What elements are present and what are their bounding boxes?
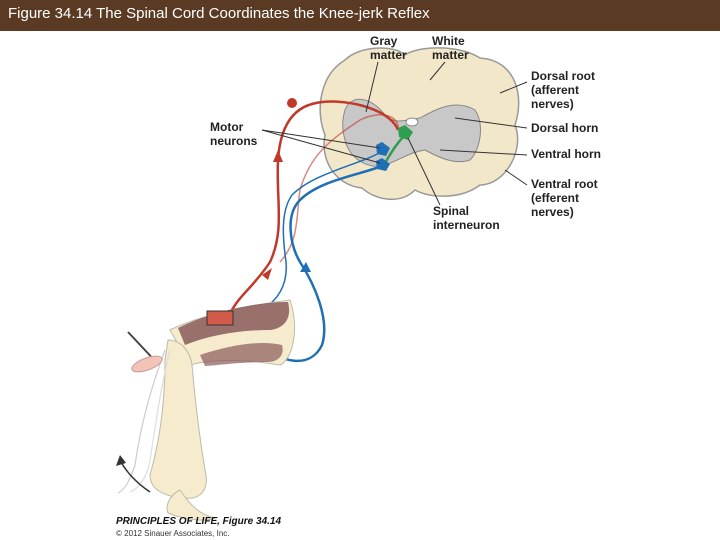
lower-leg-ghost: [117, 349, 166, 494]
label-motor-neurons: Motor neurons: [210, 120, 258, 148]
label-ventral-horn: Ventral horn: [531, 147, 601, 161]
motor-cell-upper: [376, 142, 390, 156]
motor-neuron-pathway-2: [279, 114, 399, 263]
leader-motor-neurons-2: [261, 129, 381, 164]
leader-ventral-root: [504, 169, 528, 186]
foot: [166, 489, 217, 521]
title-bar: Figure 34.14 The Spinal Cord Coordinates…: [0, 0, 720, 31]
central-canal: [405, 117, 419, 127]
sensory-arrow: [300, 262, 311, 272]
credit-copyright: © 2012 Sinauer Associates, Inc.: [116, 529, 230, 538]
quadriceps-muscle: [178, 302, 290, 345]
motor-arrow-down: [262, 268, 272, 280]
motor-cell-lower: [376, 158, 390, 171]
label-ventral-root: Ventral root (efferent nerves): [531, 177, 601, 219]
leader-white-matter: [429, 61, 446, 81]
hamstring-muscle: [200, 343, 283, 366]
leader-ventral-horn: [439, 149, 528, 156]
credit-book: PRINCIPLES OF LIFE, Figure 34.14: [116, 516, 281, 527]
label-spinal-interneuron: Spinal interneuron: [433, 204, 500, 232]
leader-gray-matter: [365, 61, 379, 113]
interneuron-cell: [398, 125, 413, 140]
label-dorsal-root: Dorsal root (afferent nerves): [531, 69, 598, 111]
sensory-neuron-pathway: [261, 163, 386, 362]
label-dorsal-horn: Dorsal horn: [531, 121, 598, 135]
dorsal-root-ganglion: [287, 98, 297, 108]
leader-interneuron: [407, 137, 441, 206]
label-gray-matter: Gray matter: [370, 34, 407, 62]
reflex-hammer-head: [131, 355, 163, 373]
leader-dorsal-root: [499, 81, 528, 94]
muscle-spindle: [206, 310, 234, 326]
label-white-matter: White matter: [432, 34, 469, 62]
motor-arrow-up: [273, 150, 283, 162]
lower-leg: [149, 339, 207, 499]
leader-motor-neurons-1: [261, 129, 381, 149]
figure-title: Figure 34.14 The Spinal Cord Coordinates…: [8, 5, 430, 22]
sensory-neuron-pathway-2: [261, 149, 386, 311]
leader-dorsal-horn: [454, 117, 528, 129]
kick-arrow: [116, 455, 126, 466]
